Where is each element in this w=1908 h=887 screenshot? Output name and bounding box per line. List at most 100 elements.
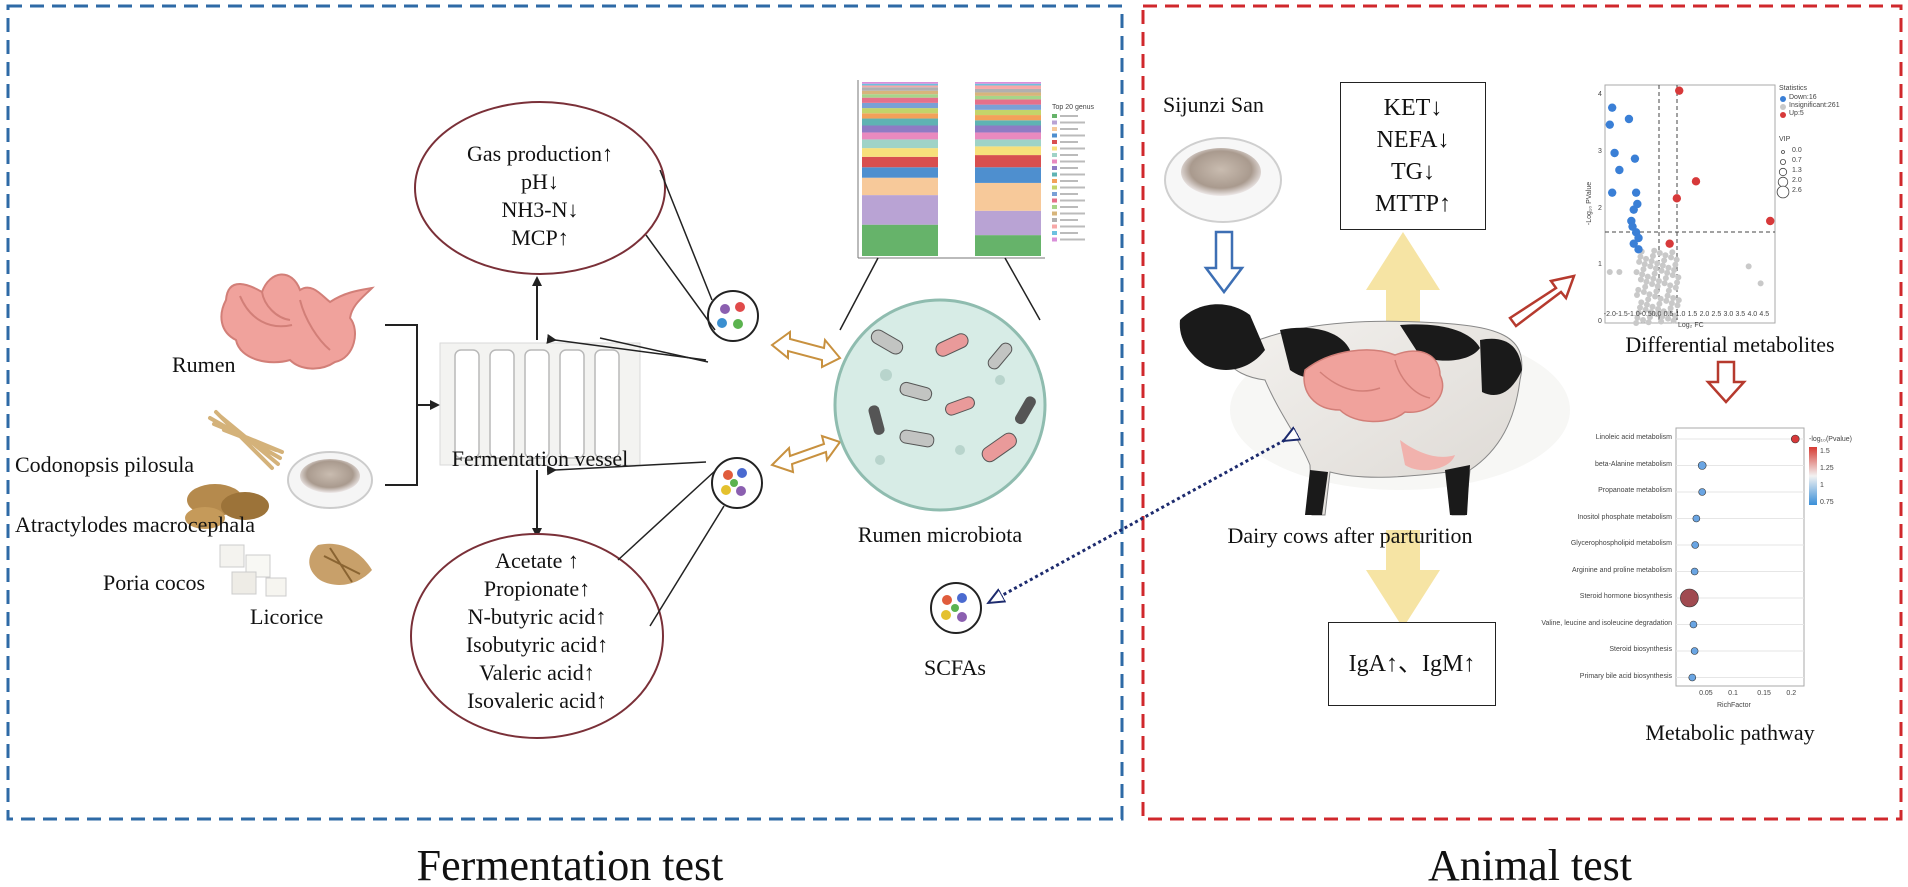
immune-box: IgA↑、IgM↑ <box>1328 622 1496 706</box>
volcano-point-insignificant <box>1658 318 1665 325</box>
colorbar-tick: 0.75 <box>1820 499 1834 506</box>
volcano-point-insignificant <box>1661 257 1668 264</box>
herb-label-poria: Poria cocos <box>103 570 206 595</box>
rumen-organ <box>220 273 375 370</box>
legend-swatch <box>1052 172 1057 177</box>
legend-swatch <box>1052 166 1057 170</box>
legend-swatch <box>1052 211 1057 216</box>
volcano-point-insignificant <box>1637 304 1644 311</box>
volcano-point-insignificant <box>1675 297 1682 304</box>
volcano-point-insignificant <box>1651 270 1658 277</box>
volcano-x-tick: 3.0 <box>1723 311 1734 318</box>
volcano-legend-title: Statistics <box>1779 85 1808 92</box>
volcano-ylabel: -Log₁₀ PValue <box>1586 181 1594 226</box>
volcano-point-up <box>1665 239 1674 248</box>
left-frame <box>6 4 1124 821</box>
volcano-x-tick: -1.0 <box>1627 311 1640 318</box>
bar-segment <box>975 125 1041 133</box>
volcano-point-insignificant <box>1665 287 1672 294</box>
volcano-x-tick: -1.5 <box>1615 311 1628 318</box>
poria-herb <box>219 544 287 597</box>
legend-swatch <box>1052 146 1057 151</box>
legend-swatch <box>1052 159 1057 164</box>
legend-text-line <box>1060 147 1085 150</box>
volcano-point-insignificant <box>1646 291 1653 298</box>
pathway-name: Steroid biosynthesis <box>1609 646 1672 653</box>
volcano-point-insignificant <box>1666 310 1673 317</box>
codonopsis-herb <box>208 410 284 470</box>
volcano-point-insignificant <box>1651 247 1658 254</box>
volcano-point-down <box>1631 188 1641 197</box>
pathway-label: Metabolic pathway <box>1645 720 1815 745</box>
vip-size-circle <box>1780 158 1787 165</box>
pathway-bubble <box>1790 434 1800 444</box>
dairy-cow-image <box>1179 304 1570 516</box>
legend-swatch <box>1052 179 1057 183</box>
volcano-point-insignificant <box>1671 266 1678 273</box>
volcano-x-tick: 1.5 <box>1687 311 1698 318</box>
bar-segment <box>862 125 938 133</box>
herbal-powder-bowl <box>287 451 373 509</box>
legend-text-line <box>1060 219 1078 221</box>
vip-size-circle <box>1777 176 1789 188</box>
pathway-colorbar-title: -log₁₀(Pvalue) <box>1809 436 1853 443</box>
legend-text-line <box>1060 212 1085 215</box>
bar-segment <box>975 115 1041 121</box>
pathway-bubble <box>1692 514 1701 523</box>
legend-swatch <box>1052 205 1057 209</box>
bar-segment <box>862 94 938 98</box>
volcano-vip-title: VIP <box>1779 136 1791 143</box>
pathway-bubble <box>1689 620 1698 629</box>
colorbar-tick: 1 <box>1820 482 1824 489</box>
pathway-x-tick: 0.1 <box>1728 690 1738 697</box>
legend-swatch <box>1052 153 1057 157</box>
volcano-point-insignificant <box>1644 273 1651 280</box>
genus-stacked-bar-chart <box>856 78 1085 259</box>
cow-label: Dairy cows after parturition <box>1227 523 1473 548</box>
cow-to-scfa-arrow <box>990 440 1285 602</box>
bar-segment <box>975 146 1041 156</box>
volcano-point-down <box>1607 103 1617 112</box>
volcano-point-insignificant <box>1655 306 1662 313</box>
volcano-legend-dot <box>1780 104 1786 110</box>
legend-text-line <box>1060 141 1078 143</box>
volcano-x-tick: 1.0 <box>1675 311 1686 318</box>
outcome-gas: Gas production↑ <box>466 141 614 166</box>
bar-segment <box>975 88 1041 93</box>
volcano-x-tick: 3.5 <box>1735 311 1746 318</box>
gold-double-arrow-top <box>770 330 842 369</box>
volcano-legend-item: Down:16 <box>1789 94 1817 101</box>
volcano-y-tick: 1 <box>1598 261 1602 269</box>
herb-label-licorice: Licorice <box>250 604 324 629</box>
bar-segment <box>862 83 938 86</box>
genus-legend-title: Top 20 genus <box>1052 104 1095 111</box>
legend-text-line <box>1060 167 1078 169</box>
volcano-point-insignificant <box>1648 308 1655 315</box>
volcano-point-insignificant <box>1660 308 1667 315</box>
volcano-x-tick: 4.0 <box>1747 311 1758 318</box>
legend-text-line <box>1060 154 1078 156</box>
volcano-point-insignificant <box>1638 299 1645 306</box>
volcano-point-insignificant <box>1616 269 1623 275</box>
volcano-x-tick: 0.0 <box>1651 311 1662 318</box>
immune-label: IgA↑、IgM↑ <box>1348 651 1476 677</box>
legend-text-line <box>1060 232 1078 234</box>
bar-segment <box>862 224 938 256</box>
volcano-point-insignificant <box>1668 300 1675 307</box>
pathway-name: Valine, leucine and isoleucine degradati… <box>1541 619 1672 627</box>
volcano-y-tick: 4 <box>1598 91 1602 99</box>
pathway-bubble <box>1690 567 1699 576</box>
bar-segment <box>862 177 938 196</box>
bar-segment <box>975 120 1041 126</box>
pathway-name: Inositol phosphate metabolism <box>1577 513 1672 521</box>
volcano-point-insignificant <box>1655 278 1662 285</box>
volcano-point-up <box>1672 194 1682 203</box>
marker-nefa: NEFA↓ <box>1376 127 1450 153</box>
atractylodes-herb <box>185 484 269 529</box>
volcano-point-insignificant <box>1656 250 1663 257</box>
vip-value: 0.0 <box>1792 147 1802 154</box>
legend-text-line <box>1060 193 1078 195</box>
volcano-point-up <box>1691 177 1701 186</box>
pathway-x-tick: 0.15 <box>1757 690 1771 697</box>
